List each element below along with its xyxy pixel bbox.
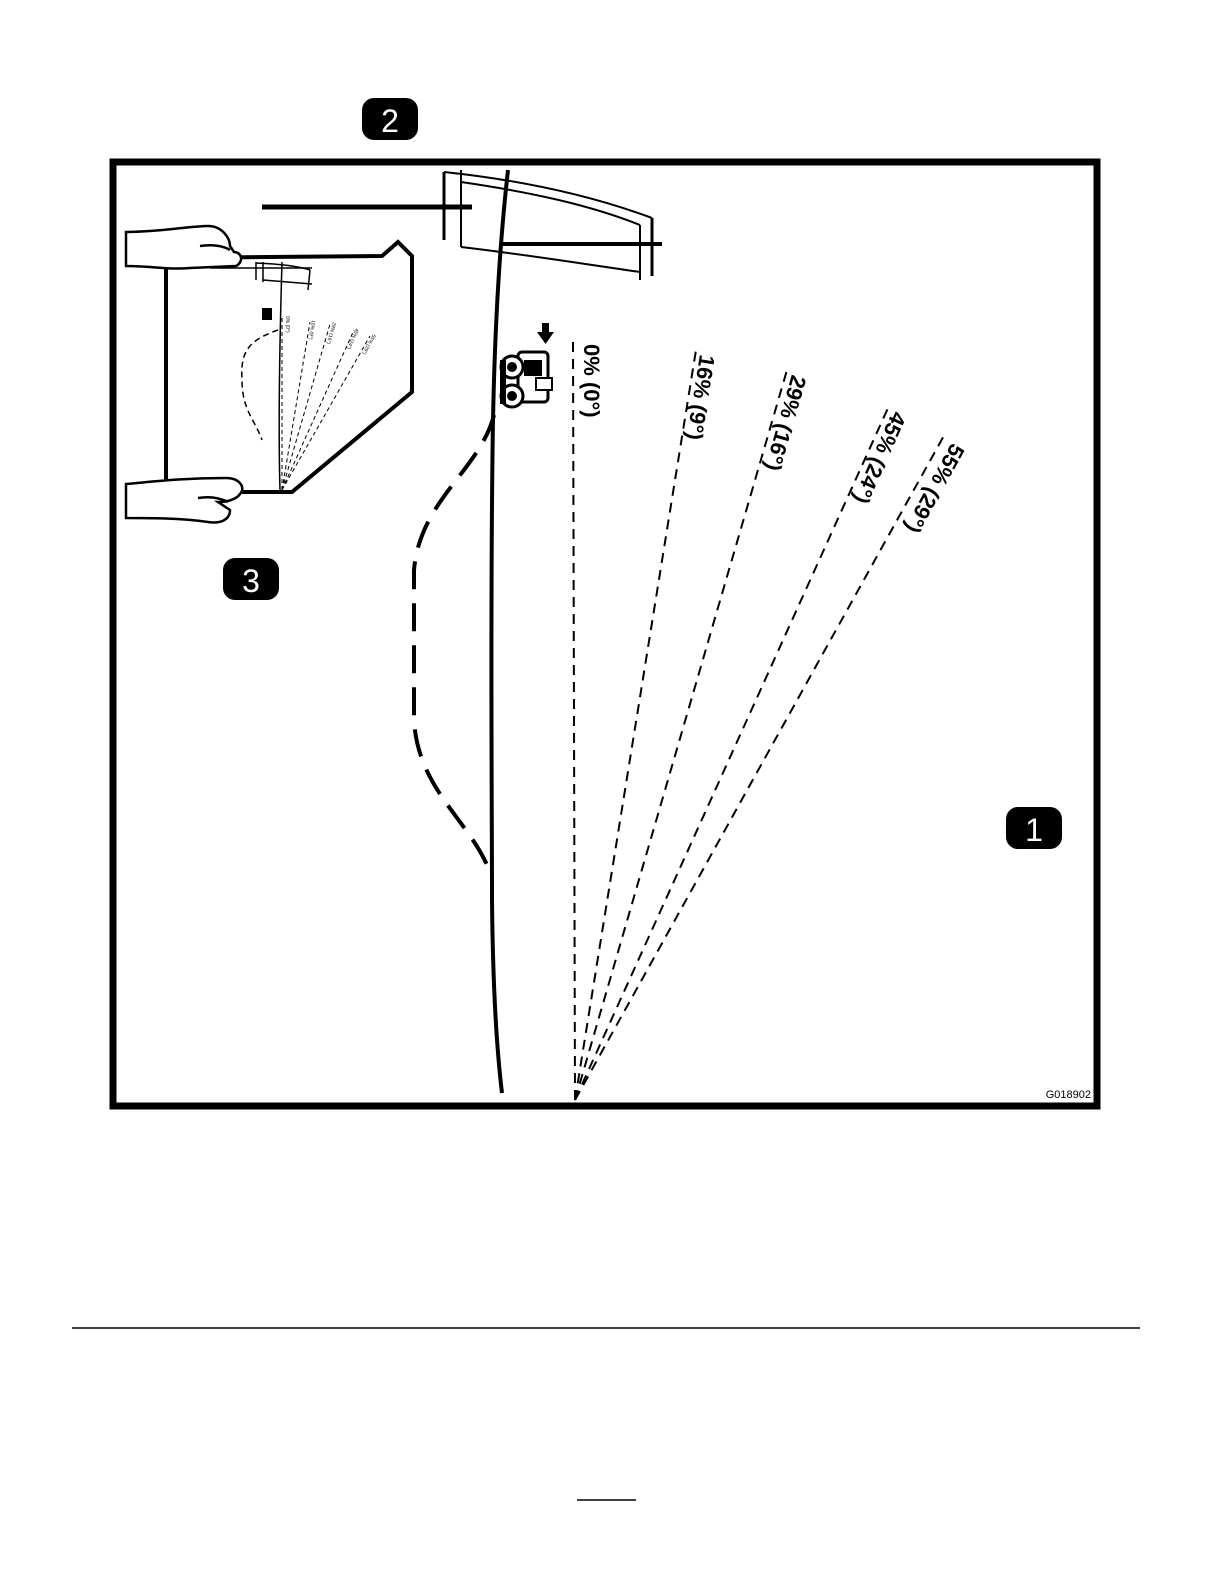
slope-label-16: 16% (9°) (682, 353, 720, 442)
inset-vehicle-icon (262, 308, 272, 320)
slope-label-0: 0% (0°) (579, 344, 604, 418)
slope-label-45: 45% (24°) (849, 408, 912, 508)
dashed-contour (414, 415, 494, 872)
callout-2-label: 2 (381, 103, 399, 139)
slope-ray-0 (573, 342, 575, 1100)
mower-vehicle-icon (500, 352, 552, 407)
hand-icon-top (126, 226, 241, 269)
callout-3: 3 (223, 558, 279, 600)
slope-ray-29 (575, 370, 787, 1100)
figure-id: G018902 (1046, 1089, 1091, 1101)
hillside-line (491, 170, 508, 1093)
slope-label-55: 55% (29°) (900, 440, 969, 538)
slope-labels: 0% (0°) 16% (9°) 29% (16°) 45% (24°) 55%… (579, 344, 969, 537)
slope-ray-45 (575, 408, 888, 1100)
hand-icon-bottom (126, 478, 242, 523)
inset-page (166, 242, 412, 492)
callout-1-label: 1 (1025, 812, 1043, 848)
slope-label-29: 29% (16°) (760, 373, 811, 474)
slope-ray-16 (575, 350, 696, 1100)
down-arrow-icon (537, 323, 554, 344)
slope-ray-55 (575, 432, 946, 1100)
callout-2: 2 (362, 98, 418, 140)
inset-slope-label-0: 0% (0°) (284, 316, 290, 333)
callout-1: 1 (1006, 807, 1062, 849)
callout-3-label: 3 (242, 563, 260, 599)
inset-page-illustration: 0% (0°) 16% (9°) 29% (16°) 45% (24°) 55%… (166, 242, 412, 492)
